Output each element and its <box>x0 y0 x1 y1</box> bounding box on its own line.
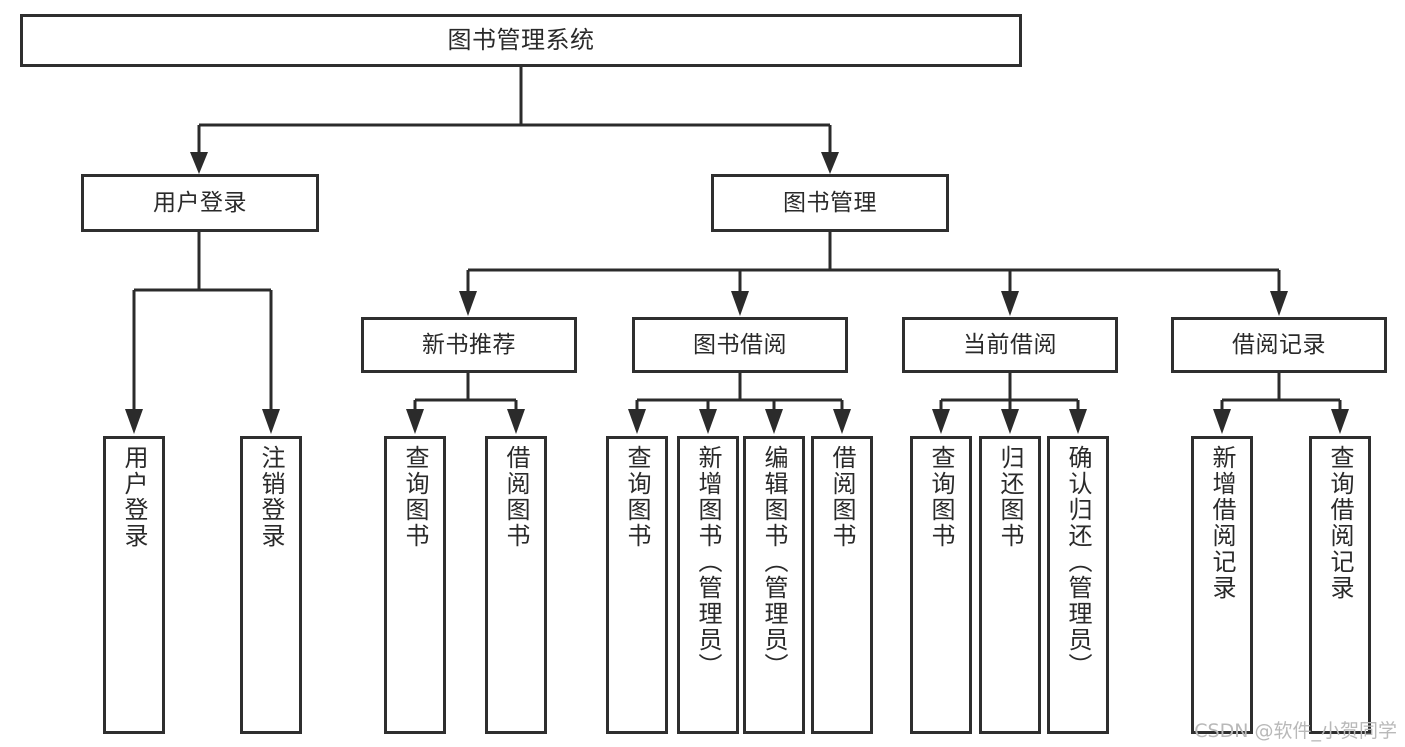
node-new-book-recommend-label: 新书推荐 <box>422 331 516 358</box>
node-borrow-record[interactable]: 借阅记录 <box>1171 317 1387 373</box>
arrow-head-leaf-borrow-book-2 <box>833 409 851 434</box>
node-leaf-logout[interactable]: 注销登录 <box>240 436 302 734</box>
arrow-head-leaf-user-login <box>125 409 143 434</box>
node-current-borrow-label: 当前借阅 <box>963 331 1057 358</box>
node-leaf-user-login[interactable]: 用户登录 <box>103 436 165 734</box>
node-user-login[interactable]: 用户登录 <box>81 174 319 232</box>
arrow-head-user-login <box>190 152 208 174</box>
node-borrow-record-label: 借阅记录 <box>1232 331 1326 358</box>
node-leaf-query-book-current[interactable]: 查询图书 <box>910 436 972 734</box>
node-new-book-recommend[interactable]: 新书推荐 <box>361 317 577 373</box>
arrow-head-book-borrow <box>731 291 749 316</box>
arrow-head-book-mgmt <box>821 152 839 174</box>
node-leaf-add-borrow-record[interactable]: 新增借阅记录 <box>1191 436 1253 734</box>
node-leaf-edit-book-admin[interactable]: 编辑图书（管理员） <box>743 436 805 734</box>
node-leaf-add-book-admin[interactable]: 新增图书（管理员） <box>677 436 739 734</box>
node-leaf-query-borrow-record[interactable]: 查询借阅记录 <box>1309 436 1371 734</box>
node-root-book-management-system[interactable]: 图书管理系统 <box>20 14 1022 67</box>
arrow-head-new-book <box>459 291 477 316</box>
node-leaf-query-book-borrow[interactable]: 查询图书 <box>606 436 668 734</box>
node-book-management[interactable]: 图书管理 <box>711 174 949 232</box>
node-leaf-borrow-book-borrow-label: 借阅图书 <box>828 445 856 549</box>
watermark-text: CSDN @软件_小贺同学 <box>1194 720 1397 742</box>
arrow-head-leaf-add-book <box>699 409 717 434</box>
node-book-management-label: 图书管理 <box>783 189 877 216</box>
arrow-head-leaf-borrow-book-1 <box>507 409 525 434</box>
arrow-head-leaf-edit-book <box>765 409 783 434</box>
node-leaf-query-book-recommend-label: 查询图书 <box>401 445 429 549</box>
arrow-head-leaf-query-record <box>1331 409 1349 434</box>
node-leaf-add-borrow-record-label: 新增借阅记录 <box>1208 445 1236 601</box>
arrow-head-leaf-confirm-return <box>1069 409 1087 434</box>
arrow-head-leaf-return-book <box>1001 409 1019 434</box>
node-book-borrow[interactable]: 图书借阅 <box>632 317 848 373</box>
node-leaf-borrow-book-recommend-label: 借阅图书 <box>502 445 530 549</box>
arrow-head-borrow-record <box>1270 291 1288 316</box>
node-current-borrow[interactable]: 当前借阅 <box>902 317 1118 373</box>
node-leaf-borrow-book-borrow[interactable]: 借阅图书 <box>811 436 873 734</box>
node-leaf-edit-book-admin-label: 编辑图书（管理员） <box>760 445 788 679</box>
node-root-label: 图书管理系统 <box>447 25 595 54</box>
node-user-login-label: 用户登录 <box>153 189 247 216</box>
node-leaf-logout-label: 注销登录 <box>257 445 285 549</box>
node-leaf-return-book[interactable]: 归还图书 <box>979 436 1041 734</box>
arrow-head-leaf-query-book-3 <box>932 409 950 434</box>
arrow-head-leaf-query-book-1 <box>406 409 424 434</box>
node-leaf-return-book-label: 归还图书 <box>996 445 1024 549</box>
node-leaf-query-book-recommend[interactable]: 查询图书 <box>384 436 446 734</box>
node-leaf-user-login-label: 用户登录 <box>120 445 148 549</box>
node-leaf-query-book-current-label: 查询图书 <box>927 445 955 549</box>
node-leaf-borrow-book-recommend[interactable]: 借阅图书 <box>485 436 547 734</box>
node-leaf-confirm-return-admin-label: 确认归还（管理员） <box>1064 445 1092 679</box>
node-leaf-confirm-return-admin[interactable]: 确认归还（管理员） <box>1047 436 1109 734</box>
node-book-borrow-label: 图书借阅 <box>693 331 787 358</box>
arrow-head-leaf-logout <box>262 409 280 434</box>
node-leaf-add-book-admin-label: 新增图书（管理员） <box>694 445 722 679</box>
arrow-head-leaf-add-record <box>1213 409 1231 434</box>
arrow-head-current-borrow <box>1001 291 1019 316</box>
node-leaf-query-book-borrow-label: 查询图书 <box>623 445 651 549</box>
arrow-head-leaf-query-book-2 <box>628 409 646 434</box>
node-leaf-query-borrow-record-label: 查询借阅记录 <box>1326 445 1354 601</box>
